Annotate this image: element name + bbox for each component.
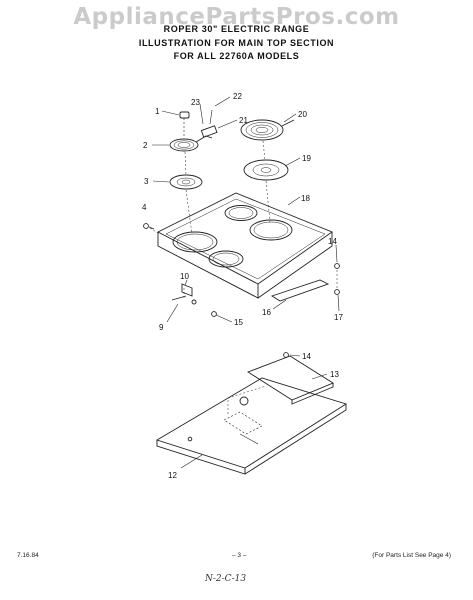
callout-20: 20 [298,110,307,119]
bracket-10-9 [171,283,197,305]
screw-14-top [334,263,340,269]
callout-9: 9 [159,323,164,332]
terminal-block-23 [200,109,218,138]
callout-13: 13 [330,370,339,379]
clip-17 [334,289,340,295]
callout-14-lower: 14 [302,352,311,361]
screw-4 [143,223,155,230]
callout-10: 10 [180,272,189,281]
callout-21: 21 [239,116,248,125]
callout-12: 12 [168,471,177,480]
burner-element-20 [240,119,295,141]
callout-16: 16 [262,308,271,317]
cooktop-main-top [157,192,333,299]
access-cover-13 [247,352,334,405]
footer-parts-list-note: (For Parts List See Page 4) [372,552,451,559]
callout-3: 3 [144,177,149,186]
callout-1: 1 [155,107,160,116]
callout-14-top: 14 [328,237,337,246]
footer-page-number: – 3 – [232,552,247,559]
callout-4: 4 [142,203,147,212]
footer-date: 7.16.84 [17,552,39,559]
callout-numbers: 1 2 3 4 9 10 12 13 14 14 15 16 17 18 19 … [142,92,343,480]
handwritten-reference: N-2-C-13 [205,574,247,584]
callout-15: 15 [234,318,243,327]
trim-strip-16 [270,279,330,302]
diagram-title-line-2: ILLUSTRATION FOR MAIN TOP SECTION [138,38,335,48]
burner-bowl-19 [243,159,289,181]
callout-leaders [152,96,340,469]
burner-bowl-3 [169,174,203,190]
diagram-title-line-3: FOR ALL 22760A MODELS [173,51,300,61]
screw-15 [211,311,217,317]
callout-18: 18 [301,194,310,203]
diagram-title-line-1: ROPER 30" ELECTRIC RANGE [163,24,310,34]
callout-17: 17 [334,313,343,322]
bottom-panel-12 [155,377,348,475]
burner-element-2 [169,135,213,152]
callout-19: 19 [302,154,311,163]
watermark: AppliancePartsPros.com [73,4,400,30]
callout-22: 22 [233,92,242,101]
burner-knob-1 [179,111,190,138]
assembly-lines [149,140,338,300]
callout-2: 2 [143,141,148,150]
callout-23: 23 [191,98,200,107]
